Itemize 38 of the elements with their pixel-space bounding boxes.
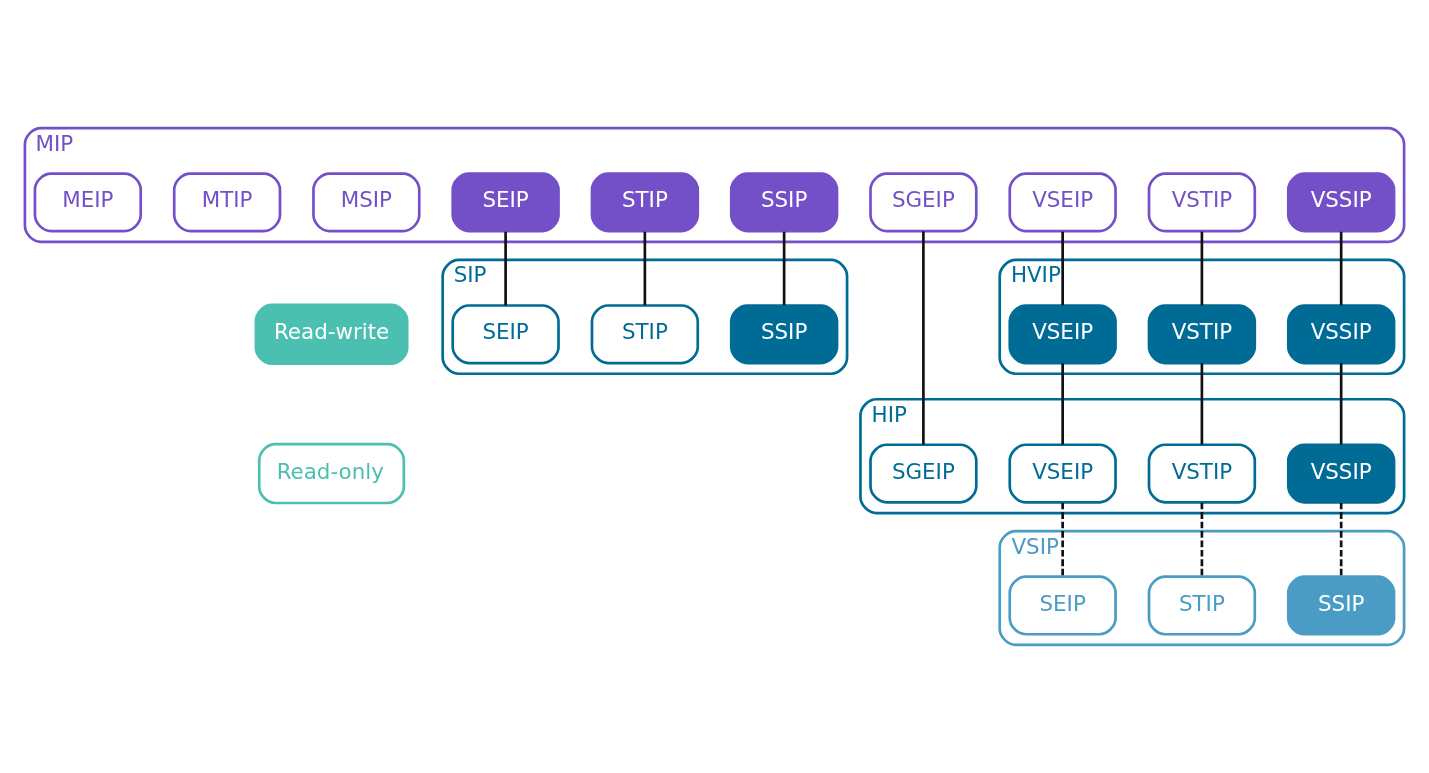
connector [1200, 363, 1204, 445]
node-box: VSSIP [1286, 304, 1396, 365]
legend-label: Read-only [276, 458, 384, 484]
node-box: VSTIP [1147, 443, 1257, 504]
connector [782, 231, 786, 306]
node-box: VSTIP [1147, 304, 1257, 365]
node-box: SEIP [451, 172, 560, 233]
node-box: VSSIP [1286, 443, 1396, 504]
node-box: SSIP [729, 172, 839, 233]
node-box: MEIP [33, 172, 143, 233]
node-box: VSTIP [1147, 172, 1257, 233]
node-box: STIP [590, 304, 700, 365]
connector [1339, 231, 1343, 306]
node-box: VSSIP [1286, 172, 1396, 233]
node-box: SEIP [1008, 575, 1117, 636]
node-box: MTIP [172, 172, 282, 233]
node-box: VSEIP [1008, 172, 1117, 233]
connector [1200, 502, 1204, 577]
connector [1061, 363, 1064, 445]
node-box: STIP [590, 172, 700, 233]
legend-label: Read-write [273, 319, 390, 345]
connector [1339, 502, 1343, 577]
node-box: SGEIP [869, 443, 978, 504]
node-box: SEIP [451, 304, 560, 365]
node-box: SSIP [1286, 575, 1396, 636]
connector [922, 231, 925, 445]
node-box: VSEIP [1008, 304, 1117, 365]
node-box: SGEIP [869, 172, 978, 233]
connector [1061, 231, 1064, 306]
node-box: VSEIP [1008, 443, 1117, 504]
node-box: MSIP [312, 172, 421, 233]
node-box: STIP [1147, 575, 1257, 636]
connector [1061, 502, 1064, 577]
connector [1200, 231, 1204, 306]
connector [504, 231, 507, 306]
connector [643, 231, 647, 306]
node-box: SSIP [729, 304, 839, 365]
connector [1339, 363, 1343, 445]
